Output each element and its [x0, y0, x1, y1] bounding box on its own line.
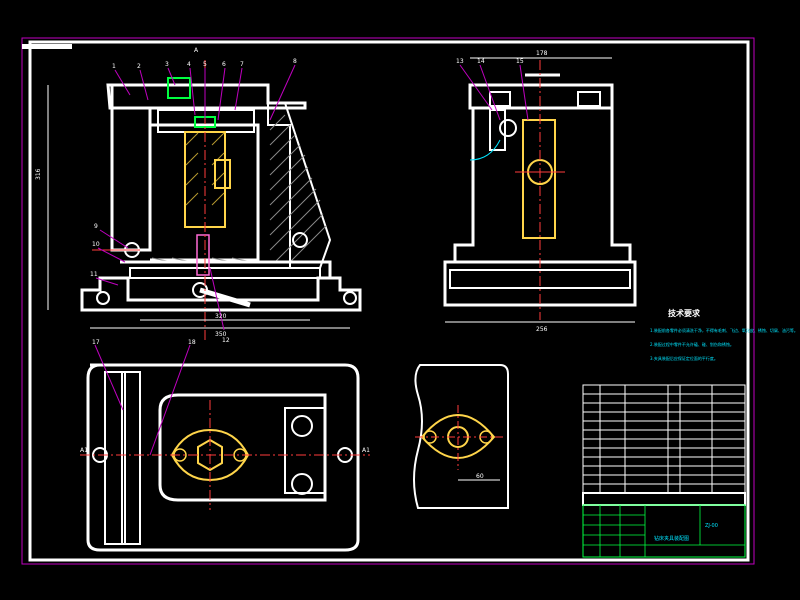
part-number-8: 8 — [293, 58, 297, 65]
parts-list — [582, 384, 746, 506]
tech-req-line-3: 3.夹具装配后应保证定位面的平行度。 — [650, 355, 718, 361]
tech-req-title: 技术要求 — [668, 308, 701, 318]
part-number-1: 1 — [112, 63, 116, 70]
front-view: 1 2 3 4 5 6 7 8 9 10 11 12 316 320 350 A — [35, 47, 362, 344]
technical-requirements: 技术要求 1.装配前各零件必须清洗干净，不得有毛刺、飞边、氧化皮、锈蚀、切屑、油… — [650, 308, 798, 361]
section-label-right: A1 — [362, 447, 370, 454]
part-number-5: 5 — [203, 61, 207, 68]
dim-detail: 60 — [476, 473, 484, 480]
part-number-12: 12 — [222, 337, 230, 344]
part-number-17: 17 — [92, 339, 100, 346]
front-view-labels: 1 2 3 4 5 6 7 8 9 10 11 12 316 320 350 A — [35, 47, 297, 344]
part-number-15: 15 — [516, 58, 524, 65]
detail-view: 60 — [413, 364, 509, 509]
part-number-2: 2 — [137, 63, 141, 70]
part-number-4: 4 — [187, 61, 191, 68]
tech-req-line-2: 2.装配过程中零件不允许磕、碰、划伤和锈蚀。 — [650, 341, 734, 347]
title-block-title: 钻床夹具装配图 — [654, 535, 689, 542]
section-label-left: A1 — [80, 447, 88, 454]
part-number-18: 18 — [188, 339, 196, 346]
side-view: 13 14 15 178 256 — [443, 50, 637, 333]
dim-base-outer: 350 — [215, 331, 227, 338]
part-number-3: 3 — [165, 61, 169, 68]
part-number-14: 14 — [477, 58, 485, 65]
dim-side-width: 178 — [536, 50, 548, 57]
part-number-10: 10 — [92, 241, 100, 248]
title-block-code: ZJ-00 — [705, 523, 718, 529]
plan-view: 17 18 A1 A1 — [80, 339, 370, 552]
view-marker: A — [194, 47, 199, 54]
tech-req-line-1: 1.装配前各零件必须清洗干净，不得有毛刺、飞边、氧化皮、锈蚀、切屑、油污等。 — [650, 327, 798, 333]
dim-base-inner: 320 — [215, 313, 227, 320]
part-number-13: 13 — [456, 58, 464, 65]
part-number-11: 11 — [90, 271, 98, 278]
dim-side-base: 256 — [536, 326, 548, 333]
part-number-9: 9 — [94, 223, 98, 230]
part-number-7: 7 — [240, 61, 244, 68]
drawing-frame — [21, 37, 755, 565]
part-number-6: 6 — [222, 61, 226, 68]
title-block: 钻床夹具装配图 ZJ-00 — [582, 504, 746, 558]
dim-height: 316 — [35, 168, 42, 180]
